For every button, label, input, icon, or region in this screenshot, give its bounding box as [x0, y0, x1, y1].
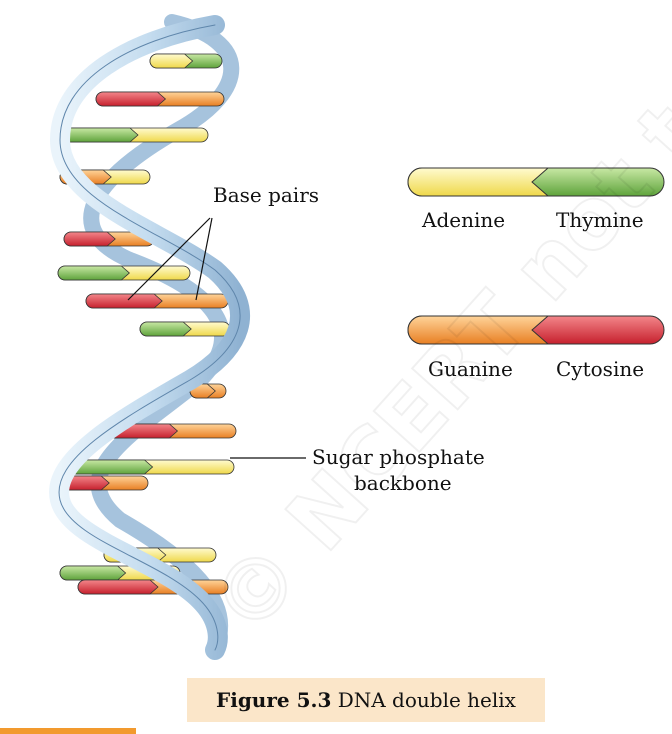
label-cytosine: Cytosine [556, 357, 645, 381]
base-pair-rungs [57, 53, 237, 595]
base-pair-7-left [85, 293, 163, 309]
figure-number: Figure 5.3 [216, 688, 332, 712]
base-pair-2-left [95, 91, 167, 107]
label-guanine: Guanine [428, 357, 513, 381]
base-pair-8-left [139, 321, 192, 337]
base-pairs-leader-2 [195, 217, 213, 301]
base-pair-1-left [149, 53, 194, 69]
label-adenine: Adenine [422, 208, 506, 232]
label-backbone: backbone [354, 471, 452, 495]
base-pair-15-left [77, 579, 159, 595]
figure-caption: Figure 5.3 DNA double helix [187, 678, 545, 722]
label-sugar-phosphate: Sugar phosphate [312, 445, 485, 469]
legend-guanine-cytosine [407, 315, 665, 345]
base-pairs-leader-1 [127, 217, 211, 301]
backbone-strand-front-edge [58, 24, 241, 651]
base-pair-14-left [59, 565, 127, 581]
base-pair-5-left [63, 231, 116, 247]
corner-accent-bar [0, 728, 136, 734]
label-base-pairs: Base pairs [213, 183, 320, 207]
base-pair-6-left [57, 265, 130, 281]
legend-adenine-thymine [407, 167, 665, 197]
label-thymine: Thymine [556, 208, 644, 232]
figure-title: DNA double helix [337, 688, 516, 712]
backbone-strand-back [83, 14, 240, 648]
